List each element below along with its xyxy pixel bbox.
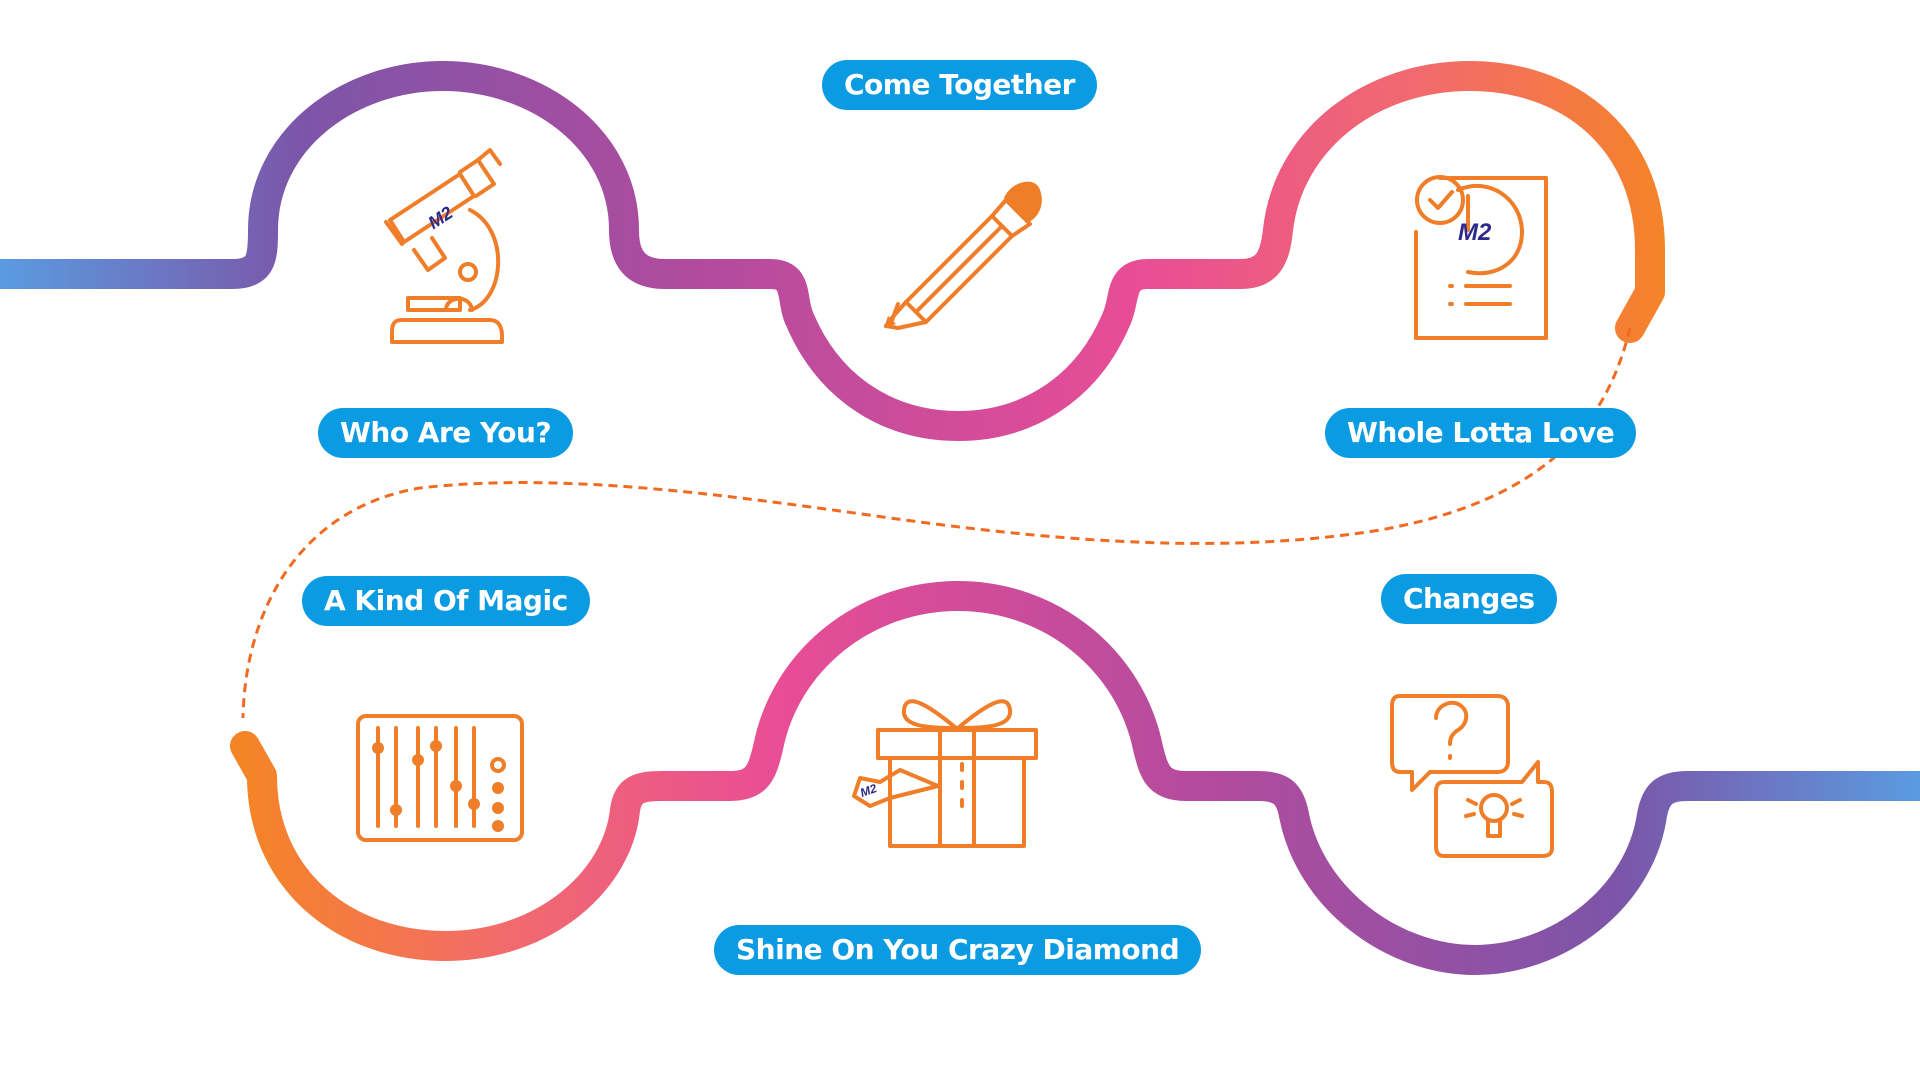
- step-label-come-together: Come Together: [822, 60, 1097, 110]
- bottom-roadmap-track: [230, 581, 1920, 975]
- step-label-a-kind-of-magic: A Kind Of Magic: [302, 576, 590, 626]
- step-label-who-are-you: Who Are You?: [318, 408, 574, 458]
- pencil-eraser-cap: [1004, 181, 1042, 222]
- microscope-icon: [384, 148, 504, 344]
- gift-tag-logo-text: M2: [858, 781, 879, 800]
- dashed-connector-line: [241, 327, 1632, 719]
- question-idea-chat-icon: [1390, 694, 1554, 858]
- document-check-icon: [1414, 175, 1548, 340]
- step-label-changes: Changes: [1381, 574, 1557, 624]
- microscope-logo-text: M2: [424, 203, 456, 233]
- pencil-icon: [884, 198, 1032, 330]
- top-roadmap-track: [0, 61, 1665, 441]
- step-label-shine-on-you-crazy-diamond: Shine On You Crazy Diamond: [714, 925, 1202, 975]
- pencil-lead-tip: [884, 316, 896, 328]
- mixer-knobs: [372, 740, 504, 832]
- step-label-whole-lotta-love: Whole Lotta Love: [1325, 408, 1637, 458]
- document-logo-text: M2: [1458, 219, 1492, 246]
- mixer-sliders-icon: [356, 714, 524, 842]
- gift-box-icon: [852, 699, 1038, 848]
